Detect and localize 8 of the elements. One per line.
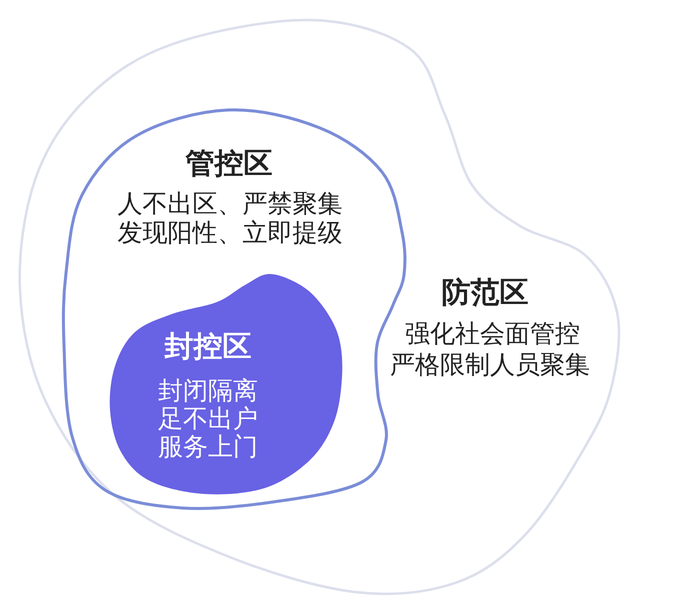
outer-zone-area bbox=[17, 17, 622, 597]
zone-description: 封闭隔离足不出户服务上门 bbox=[157, 377, 259, 461]
inner-zone-blob bbox=[108, 273, 344, 497]
zone-description: 强化社会面管控严格限制人员聚集 bbox=[389, 318, 591, 380]
zone-title: 管控区 bbox=[186, 147, 272, 180]
zone-title: 封控区 bbox=[164, 330, 252, 364]
zone-description: 人不出区、严禁聚集发现阳性、立即提级 bbox=[116, 189, 344, 247]
zone-title: 防范区 bbox=[442, 276, 528, 310]
